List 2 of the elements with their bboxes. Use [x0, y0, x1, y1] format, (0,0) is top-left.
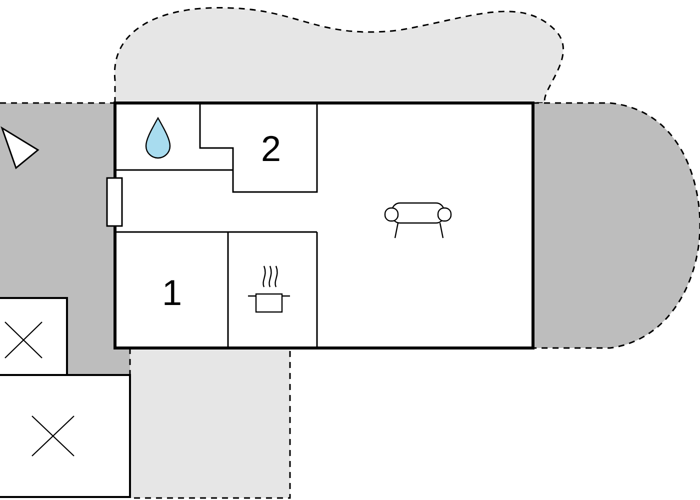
room-number: 1	[162, 275, 182, 311]
room-number: 2	[261, 131, 282, 167]
